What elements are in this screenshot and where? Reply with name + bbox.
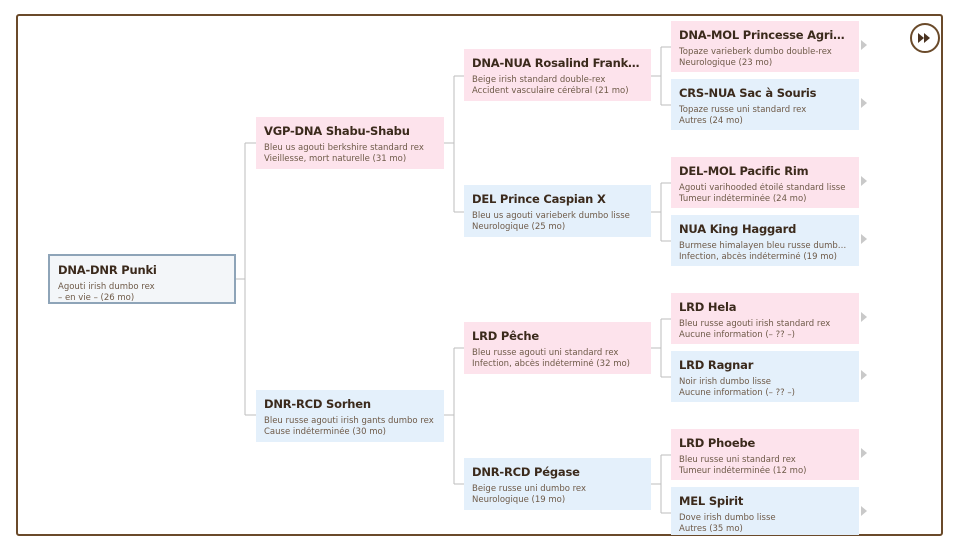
node-name: VGP-DNA Shabu-Shabu (264, 124, 410, 138)
next-generation-button[interactable] (910, 23, 940, 53)
expand-chevron-icon[interactable] (861, 176, 867, 186)
node-status: Aucune information (– ?? –) (679, 388, 795, 398)
pedigree-node-gen4-8[interactable]: MEL Spirit Dove irish dumbo lisse Autres… (671, 487, 859, 535)
node-status: Autres (24 mo) (679, 116, 743, 126)
expand-chevron-icon[interactable] (861, 234, 867, 244)
node-variety: Agouti irish dumbo rex (58, 282, 155, 292)
pedigree-node-sire[interactable]: VGP-DNA Shabu-Shabu Bleu us agouti berks… (256, 117, 444, 169)
pedigree-node-gen3-1[interactable]: DNA-NUA Rosalind Franklin Beige irish st… (464, 49, 651, 101)
node-status: – en vie – (26 mo) (58, 293, 135, 303)
node-variety: Burmese himalayen bleu russe dumbo lisse (679, 241, 851, 251)
pedigree-node-root[interactable]: DNA-DNR Punki Agouti irish dumbo rex – e… (48, 254, 236, 304)
node-variety: Topaze russe uni standard rex (679, 105, 807, 115)
node-name: DNR-RCD Sorhen (264, 397, 371, 411)
pedigree-node-gen3-2[interactable]: DEL Prince Caspian X Bleu us agouti vari… (464, 185, 651, 237)
node-variety: Bleu russe agouti irish standard rex (679, 319, 831, 329)
node-status: Autres (35 mo) (679, 524, 743, 534)
node-variety: Noir irish dumbo lisse (679, 377, 772, 387)
node-status: Infection, abcès indéterminé (19 mo) (679, 252, 837, 262)
node-variety: Bleu russe agouti uni standard rex (472, 348, 619, 358)
node-variety: Bleu russe agouti irish gants dumbo rex (264, 416, 434, 426)
node-name: MEL Spirit (679, 494, 744, 508)
node-name: NUA King Haggard (679, 222, 797, 236)
pedigree-node-gen4-4[interactable]: NUA King Haggard Burmese himalayen bleu … (671, 215, 859, 266)
expand-chevron-icon[interactable] (861, 40, 867, 50)
node-name: DNR-RCD Pégase (472, 465, 580, 479)
node-status: Neurologique (23 mo) (679, 58, 773, 68)
pedigree-node-gen4-1[interactable]: DNA-MOL Princesse Agrippine Topaze varie… (671, 21, 859, 72)
expand-chevron-icon[interactable] (861, 370, 867, 380)
node-variety: Beige irish standard double-rex (472, 75, 606, 85)
pedigree-node-gen4-2[interactable]: CRS-NUA Sac à Souris Topaze russe uni st… (671, 79, 859, 130)
node-status: Infection, abcès indéterminé (32 mo) (472, 359, 630, 369)
node-name: LRD Hela (679, 300, 737, 314)
node-variety: Topaze varieberk dumbo double-rex (679, 47, 832, 57)
node-status: Vieillesse, mort naturelle (31 mo) (264, 154, 407, 164)
node-name: LRD Phoebe (679, 436, 756, 450)
node-status: Tumeur indéterminée (12 mo) (679, 466, 807, 476)
node-variety: Dove irish dumbo lisse (679, 513, 776, 523)
node-variety: Bleu us agouti varieberk dumbo lisse (472, 211, 630, 221)
node-name: CRS-NUA Sac à Souris (679, 86, 817, 100)
node-variety: Bleu us agouti berkshire standard rex (264, 143, 424, 153)
node-name: DEL-MOL Pacific Rim (679, 164, 809, 178)
node-variety: Agouti varihooded étoilé standard lisse (679, 183, 846, 193)
node-status: Aucune information (– ?? –) (679, 330, 795, 340)
pedigree-node-gen4-5[interactable]: LRD Hela Bleu russe agouti irish standar… (671, 293, 859, 344)
node-variety: Beige russe uni dumbo rex (472, 484, 587, 494)
node-name: LRD Pêche (472, 329, 539, 343)
node-name: DNA-DNR Punki (58, 263, 157, 277)
pedigree-node-gen3-4[interactable]: DNR-RCD Pégase Beige russe uni dumbo rex… (464, 458, 651, 510)
pedigree-node-dam[interactable]: DNR-RCD Sorhen Bleu russe agouti irish g… (256, 390, 444, 442)
pedigree-node-gen4-6[interactable]: LRD Ragnar Noir irish dumbo lisse Aucune… (671, 351, 859, 402)
node-name: DNA-MOL Princesse Agrippine (679, 28, 851, 42)
pedigree-node-gen4-7[interactable]: LRD Phoebe Bleu russe uni standard rex T… (671, 429, 859, 480)
expand-chevron-icon[interactable] (861, 312, 867, 322)
node-name: LRD Ragnar (679, 358, 754, 372)
node-status: Cause indéterminée (30 mo) (264, 427, 386, 437)
pedigree-node-gen3-3[interactable]: LRD Pêche Bleu russe agouti uni standard… (464, 322, 651, 374)
fast-forward-icon (918, 33, 930, 43)
node-variety: Bleu russe uni standard rex (679, 455, 796, 465)
pedigree-node-gen4-3[interactable]: DEL-MOL Pacific Rim Agouti varihooded ét… (671, 157, 859, 208)
node-status: Neurologique (25 mo) (472, 222, 566, 232)
node-status: Accident vasculaire cérébral (21 mo) (472, 86, 629, 96)
expand-chevron-icon[interactable] (861, 448, 867, 458)
node-status: Neurologique (19 mo) (472, 495, 566, 505)
expand-chevron-icon[interactable] (861, 98, 867, 108)
expand-chevron-icon[interactable] (861, 506, 867, 516)
node-name: DEL Prince Caspian X (472, 192, 606, 206)
node-name: DNA-NUA Rosalind Franklin (472, 56, 643, 70)
node-status: Tumeur indéterminée (24 mo) (679, 194, 807, 204)
